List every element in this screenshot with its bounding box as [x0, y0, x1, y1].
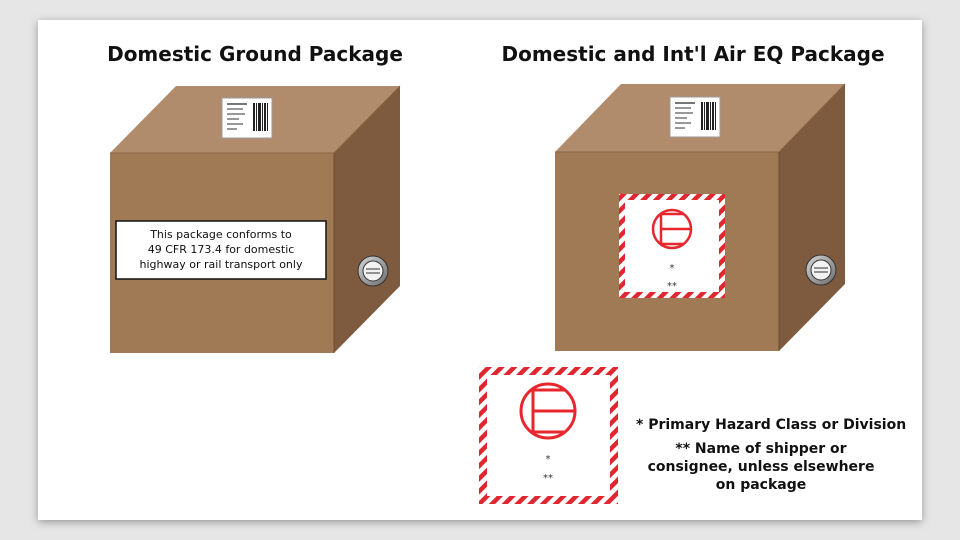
label-line-1: This package conforms to	[149, 228, 292, 241]
shipper-name-marker: **	[543, 473, 553, 484]
eq-symbol-icon	[651, 208, 693, 250]
shipper-name-marker: **	[667, 281, 677, 292]
ground-transport-label: This package conforms to 49 CFR 173.4 fo…	[115, 220, 327, 280]
excepted-quantity-mark-enlarged: * **	[479, 367, 618, 504]
label-line-3: highway or rail transport only	[140, 258, 303, 271]
label-line-2: 49 CFR 173.4 for domestic	[148, 243, 295, 256]
box-side-face	[779, 84, 845, 351]
side-seal-icon	[357, 255, 389, 287]
shipping-label	[221, 97, 273, 139]
eq-symbol-icon	[519, 382, 577, 440]
barcode	[701, 102, 716, 130]
primary-hazard-marker: *	[546, 454, 551, 465]
excepted-quantity-mark-on-box: * **	[619, 194, 725, 298]
air-package-box: * **	[555, 83, 846, 351]
legend-primary-hazard: * Primary Hazard Class or Division	[636, 417, 907, 433]
barcode	[253, 103, 268, 131]
legend-shipper-name: ** Name of shipper or consignee, unless …	[647, 441, 875, 493]
ground-package-title: Domestic Ground Package	[107, 42, 403, 66]
air-package-title: Domestic and Int'l Air EQ Package	[501, 42, 885, 66]
shipping-label	[669, 96, 721, 138]
ground-package-box: This package conforms to 49 CFR 173.4 fo…	[110, 85, 401, 353]
box-side-face	[334, 86, 400, 353]
primary-hazard-marker: *	[670, 263, 675, 274]
side-seal-icon	[805, 254, 837, 286]
